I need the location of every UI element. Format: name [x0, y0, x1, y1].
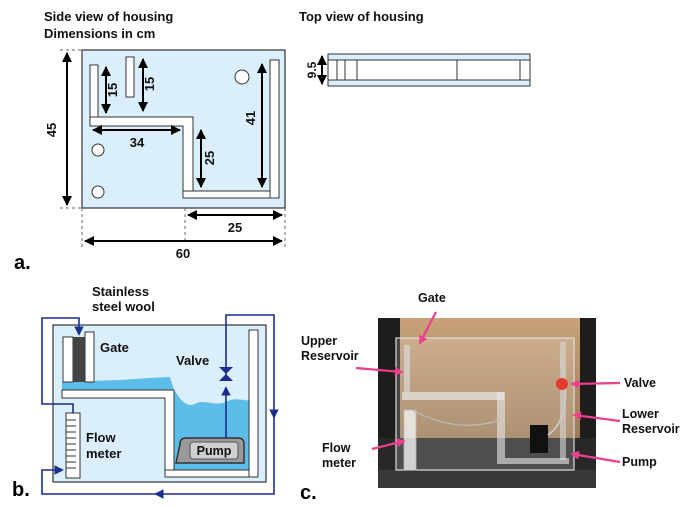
top-view-title: Top view of housing: [299, 9, 424, 24]
dim-height-label: 45: [44, 123, 59, 137]
valve-label: Valve: [176, 353, 209, 368]
callout-gate: [419, 311, 437, 345]
panel-c: Gate Upper Reservoir Valve Lower Reservo…: [300, 291, 680, 504]
left-baffle: [62, 336, 74, 383]
photo-flow-meter-line2: meter: [322, 456, 356, 470]
valve-icon: [219, 367, 233, 381]
dim-baffle-a-label: 15: [105, 83, 120, 97]
panel-a-label: a.: [14, 252, 31, 274]
gate-label: Gate: [100, 340, 129, 355]
photo-gate: [404, 345, 410, 393]
lower-floor: [164, 469, 259, 478]
photo-valve: [556, 378, 568, 390]
photo-lower-floor: [505, 458, 569, 464]
callout-valve: [570, 379, 621, 389]
baffle-middle: [125, 56, 135, 98]
flow-meter-label-line1: Flow: [86, 430, 116, 445]
dim-lower-width-label: 25: [228, 220, 242, 235]
photo-lower-reservoir-line2: Reservoir: [622, 422, 680, 436]
callout-pump: [570, 450, 621, 464]
photo-flow-meter: [403, 409, 417, 471]
dimensions-note: Dimensions in cm: [44, 26, 155, 41]
gate-wall: [84, 331, 95, 383]
steel-wool-label-line2: steel wool: [92, 299, 155, 314]
baffle-left: [89, 64, 99, 121]
photo-lower-reservoir-line1: Lower: [622, 407, 659, 421]
panel-c-label: c.: [300, 482, 317, 504]
pump-label-plate: [189, 441, 239, 460]
photo-flow-meter-line1: Flow: [322, 441, 351, 455]
panel-b-label: b.: [12, 479, 30, 501]
pipe-to-flowmeter: [41, 465, 156, 495]
dim-step-label: 25: [202, 151, 217, 165]
photo-gate-label: Gate: [418, 291, 446, 305]
photo-pump: [530, 425, 548, 453]
dim-baffle-b-label: 15: [142, 77, 157, 91]
photo-pump-label: Pump: [622, 455, 657, 469]
dim-upper-floor-label: 34: [130, 135, 145, 150]
dim-depth-label: 9.5: [305, 61, 319, 78]
hole-top-right: [234, 69, 250, 85]
photo-right-wall: [560, 342, 566, 460]
callout-upper-reservoir: [355, 366, 404, 376]
pipe-to-gate: [41, 317, 84, 413]
dim-width-label: 60: [176, 246, 190, 261]
callout-flow-meter: [371, 438, 406, 451]
panel-b: Stainless steel wool Pump: [12, 284, 279, 501]
top-view-rim: [327, 53, 531, 61]
hole-left-upper: [91, 143, 105, 157]
photo-valve-label: Valve: [624, 376, 656, 390]
photo-tubing: [547, 357, 567, 436]
right-wall: [248, 329, 259, 478]
photo-upper-reservoir-line1: Upper: [301, 334, 337, 348]
upper-water: [62, 377, 174, 390]
photo-tubing: [411, 409, 501, 426]
dim-right-wall-label: 41: [243, 111, 258, 125]
hole-left-lower: [91, 185, 105, 199]
top-view-rim: [327, 79, 531, 87]
photo-floor: [378, 470, 596, 488]
gate-block: [73, 337, 85, 382]
flow-meter-scale: [66, 419, 76, 469]
photo-upper-reservoir-line2: Reservoir: [301, 349, 359, 363]
pipe-top-right: [225, 314, 279, 419]
side-view-title: Side view of housing: [44, 9, 173, 24]
photo-upper-floor: [402, 392, 504, 400]
right-wall: [269, 59, 280, 199]
pipe-bottom: [154, 417, 275, 499]
callout-lower-reservoir: [572, 411, 621, 423]
panel-a: Side view of housing Dimensions in cm To…: [14, 9, 531, 274]
flow-meter-label-line2: meter: [86, 446, 121, 461]
steel-wool-label-line1: Stainless: [92, 284, 149, 299]
pump-label: Pump: [197, 444, 232, 458]
lower-floor: [182, 190, 280, 199]
photo-step: [497, 392, 505, 464]
